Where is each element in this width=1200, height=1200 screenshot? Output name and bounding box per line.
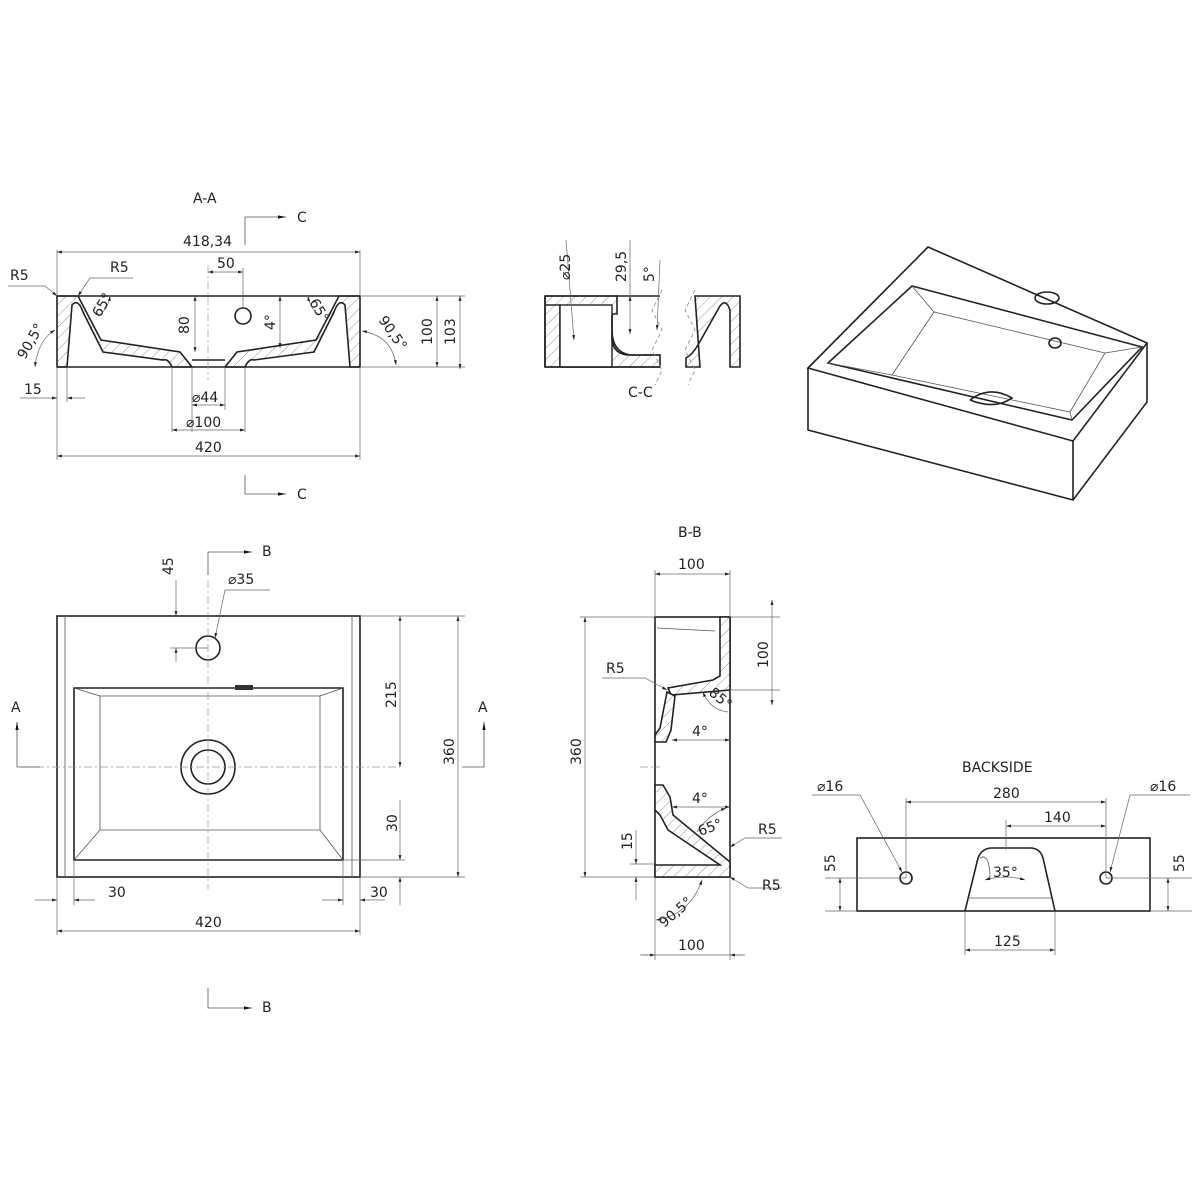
dim-overall-bottom: 420 — [195, 440, 222, 456]
dim-bb-angle-front: 65° — [696, 816, 725, 840]
cut-label-a-right: A — [478, 700, 488, 716]
cut-marker-c-top: C — [244, 210, 307, 245]
dim-backside-hole-height-right: 55 — [1172, 854, 1188, 872]
dim-backside-hole-spacing: 280 — [993, 786, 1020, 802]
dim-tap-hole: ⌀35 — [228, 572, 254, 588]
section-c-c-title: C-C — [628, 385, 653, 401]
dim-draft-left: 90,5° — [15, 321, 48, 362]
dim-bb-front-wall: 15 — [620, 832, 636, 850]
dim-left-rim: 30 — [108, 885, 126, 901]
dim-bb-bottom-width: 100 — [678, 938, 705, 954]
dim-bb-back-height: 100 — [756, 641, 772, 668]
dim-bb-r5-front-bottom: R5 — [762, 878, 781, 894]
dim-bb-top-width: 100 — [678, 557, 705, 573]
dim-draft-right: 90,5° — [375, 313, 410, 353]
dim-backside-half-spacing: 140 — [1044, 810, 1071, 826]
dim-wall: 15 — [24, 382, 42, 398]
right-wall-section — [223, 295, 361, 368]
iso-drain — [969, 391, 1014, 406]
backside-cutout — [964, 847, 1056, 912]
cut-label-b-top: B — [262, 544, 272, 560]
dim-height: 100 — [420, 318, 436, 345]
cut-label-a-left: A — [11, 700, 21, 716]
back-wall-section — [685, 295, 741, 368]
dim-height-total: 103 — [443, 318, 459, 345]
dim-depth-total: 360 — [442, 738, 458, 765]
dim-overall-top: 418,34 — [183, 234, 232, 250]
iso-tap-hole — [1034, 291, 1060, 305]
left-wall-section — [56, 295, 194, 368]
dim-cc-hole-height: 29,5 — [614, 251, 630, 282]
dim-angle-left: 65° — [90, 290, 116, 320]
section-b-b: B-B 100 100 360 R5 85° 4° 4° 65° 15 R5 R… — [569, 525, 782, 960]
tap-hole — [234, 307, 252, 325]
dim-bb-draft: 90,5° — [656, 894, 696, 931]
dim-cc-hole: ⌀25 — [558, 254, 574, 280]
dim-bb-r5-front-top: R5 — [758, 822, 777, 838]
backside-view: BACKSIDE 35° ⌀16 ⌀16 280 140 55 55 125 — [812, 760, 1192, 955]
dim-backside-hole-right: ⌀16 — [1150, 779, 1176, 795]
dim-backside-hole-left: ⌀16 — [817, 779, 843, 795]
section-c-c: ⌀25 29,5 5° C-C — [544, 239, 741, 401]
iso-overflow-hole — [1048, 337, 1062, 349]
section-a-a: A-A C C 418,34 50 R5 R5 80 4° 65° 65° — [8, 191, 465, 503]
dim-backside-cutout-width: 125 — [994, 934, 1021, 950]
dim-slope: 4° — [263, 314, 279, 330]
dim-front-rim: 30 — [385, 814, 401, 832]
cut-marker-a-right: A — [462, 700, 488, 768]
dim-drain-outer: ⌀100 — [186, 415, 221, 431]
dim-backside-hole-height-left: 55 — [823, 854, 839, 872]
bb-wall-upper — [654, 690, 676, 743]
plan-view: B B A A 45 ⌀35 215 360 30 30 — [11, 544, 488, 1016]
dim-width: 420 — [195, 915, 222, 931]
dim-depth: 80 — [177, 316, 193, 334]
dim-drain-inner: ⌀44 — [192, 390, 218, 406]
cut-marker-a-left: A — [11, 700, 40, 768]
dim-tap-offset: 50 — [217, 256, 235, 272]
dim-bb-depth: 360 — [569, 738, 585, 765]
section-b-b-title: B-B — [678, 525, 702, 541]
dim-bb-r5-back: R5 — [606, 661, 625, 677]
cut-marker-b-bottom: B — [207, 988, 272, 1016]
bb-back-section — [666, 616, 731, 696]
backside-title: BACKSIDE — [962, 760, 1033, 776]
cut-marker-c-bottom: C — [244, 475, 307, 503]
section-a-a-title: A-A — [193, 191, 217, 207]
dim-bb-slope-back: 4° — [692, 724, 708, 740]
dim-drain-from-top: 215 — [384, 681, 400, 708]
cut-label-c-bottom: C — [297, 487, 307, 503]
dim-backside-angle: 35° — [993, 865, 1018, 881]
dim-cc-angle: 5° — [642, 266, 658, 282]
isometric-view — [806, 246, 1149, 501]
dim-tap-from-top: 45 — [161, 557, 177, 575]
dim-right-rim: 30 — [370, 885, 388, 901]
cut-label-c-top: C — [297, 210, 307, 226]
dim-bb-slope-front: 4° — [692, 791, 708, 807]
dim-r5-inner: R5 — [110, 260, 129, 276]
cut-marker-b-top: B — [207, 544, 272, 575]
cut-label-b-bottom: B — [262, 1000, 272, 1016]
dim-r5-outer: R5 — [10, 268, 29, 284]
